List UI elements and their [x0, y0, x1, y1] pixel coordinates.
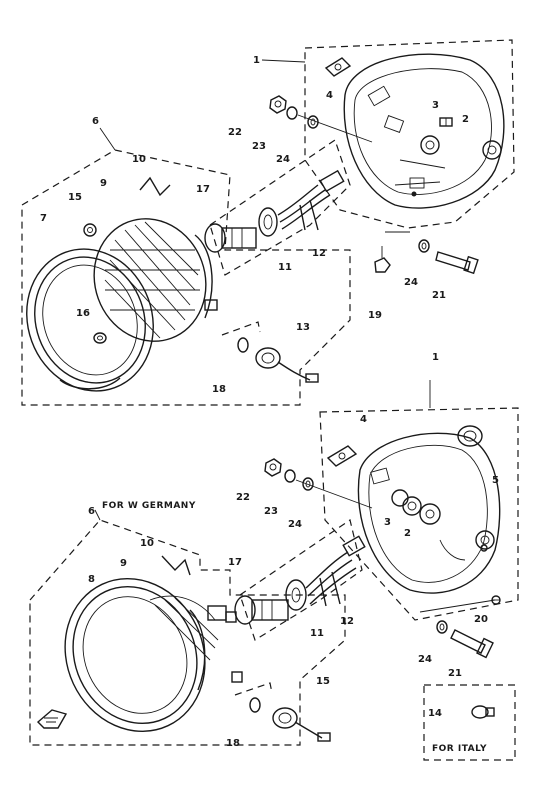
bottom-label-11: 11 — [310, 628, 324, 639]
top-label-10: 10 — [132, 154, 146, 165]
bottom-socket-11 — [285, 579, 307, 611]
bottom-label-3: 3 — [384, 517, 391, 528]
caption-for-italy: FOR ITALY — [432, 744, 487, 754]
bottom-label-4: 4 — [360, 414, 367, 425]
bottom-label-17: 17 — [228, 557, 242, 568]
top-label-23: 23 — [252, 141, 266, 152]
top-label-24a: 24 — [276, 154, 290, 165]
bottom-pilot-socket-15 — [272, 707, 331, 742]
bottom-lens-9 — [149, 595, 237, 661]
caption-for-w-germany: FOR W GERMANY — [102, 501, 196, 511]
bottom-nut-22 — [264, 458, 282, 477]
top-label-1: 1 — [253, 55, 260, 66]
bottom-label-9: 9 — [120, 558, 127, 569]
top-label-7: 7 — [40, 213, 47, 224]
bottom-label-6: 6 — [88, 506, 95, 517]
bottom-body-group-box — [319, 407, 519, 621]
bottom-label-21: 21 — [448, 668, 462, 679]
bottom-label-5: 5 — [492, 475, 499, 486]
bottom-label-18: 18 — [226, 738, 240, 749]
bottom-label-14: 14 — [428, 708, 442, 719]
top-part-16 — [93, 332, 107, 344]
top-label-22: 22 — [228, 127, 242, 138]
top-label-13: 13 — [296, 322, 310, 333]
top-nut-22 — [269, 95, 287, 114]
top-label-2: 2 — [462, 114, 469, 125]
bottom-label-12: 12 — [340, 616, 354, 627]
top-label-17: 17 — [196, 184, 210, 195]
bottom-headlight-unit-group-box — [29, 519, 346, 746]
top-label-4: 4 — [326, 90, 333, 101]
top-screw-19 — [374, 246, 391, 273]
bottom-label-15: 15 — [316, 676, 330, 687]
top-socket-11 — [258, 207, 278, 237]
bottom-pilot-bulb-18 — [249, 697, 261, 713]
top-label-15: 15 — [68, 192, 82, 203]
bottom-washer-24b — [436, 620, 448, 634]
bottom-bulb-group-box — [239, 519, 363, 641]
top-headlight-body — [343, 53, 505, 209]
top-label-12: 12 — [312, 248, 326, 259]
bottom-label-1: 1 — [432, 352, 439, 363]
top-washer-24b — [418, 239, 430, 253]
bottom-washer-23 — [284, 469, 296, 483]
top-headlight-unit-group-box — [21, 149, 351, 406]
top-label-3: 3 — [432, 100, 439, 111]
top-part-2-screw — [439, 117, 453, 127]
bottom-bulb-17 — [234, 595, 289, 625]
bottom-label-20: 20 — [474, 614, 488, 625]
bottom-label-23: 23 — [264, 506, 278, 517]
top-lens-9 — [93, 218, 218, 342]
bottom-label-2: 2 — [404, 528, 411, 539]
bottom-part-4-grommet — [326, 445, 358, 467]
top-label-19: 19 — [368, 310, 382, 321]
for-italy-box — [423, 684, 516, 761]
bottom-label-10: 10 — [140, 538, 154, 549]
top-pilot-socket-13 — [255, 347, 319, 383]
bottom-spring-10 — [161, 555, 191, 576]
top-label-24b: 24 — [404, 277, 418, 288]
top-bulb-group-box — [209, 139, 351, 276]
bottom-headlight-body — [357, 432, 501, 594]
top-part-4-grommet — [324, 57, 352, 77]
top-label-6: 6 — [92, 116, 99, 127]
italy-part-14 — [471, 705, 495, 719]
top-bulb-17 — [204, 223, 257, 253]
top-label-9: 9 — [100, 178, 107, 189]
top-spring-10 — [139, 176, 171, 197]
top-assembly: 1 2 3 4 6 7 9 10 11 12 13 15 16 17 18 19… — [21, 39, 515, 406]
bottom-harness-12 — [305, 535, 366, 607]
bottom-label-24a: 24 — [288, 519, 302, 530]
bottom-rim-8 — [64, 577, 206, 733]
bottom-label-8: 8 — [88, 574, 95, 585]
top-rim-7 — [26, 248, 154, 392]
top-harness-12 — [277, 169, 345, 231]
top-label-11: 11 — [278, 262, 292, 273]
direction-arrow-icon — [36, 709, 68, 729]
bottom-label-22: 22 — [236, 492, 250, 503]
top-label-18: 18 — [212, 384, 226, 395]
bottom-assembly: 1 2 3 4 5 6 8 9 10 11 12 14 15 17 18 20 … — [29, 352, 519, 761]
bottom-rim-clip — [231, 671, 243, 683]
top-body-group-box — [304, 39, 515, 229]
bottom-part-5-plug — [457, 425, 483, 447]
top-screw-15 — [83, 223, 97, 237]
bottom-label-24b: 24 — [418, 654, 432, 665]
top-label-16: 16 — [76, 308, 90, 319]
top-pilot-bulb-18 — [237, 337, 249, 353]
top-bolt-21 — [435, 251, 479, 275]
bottom-bolt-21 — [450, 629, 494, 659]
top-label-21: 21 — [432, 290, 446, 301]
top-washer-23 — [286, 106, 298, 120]
